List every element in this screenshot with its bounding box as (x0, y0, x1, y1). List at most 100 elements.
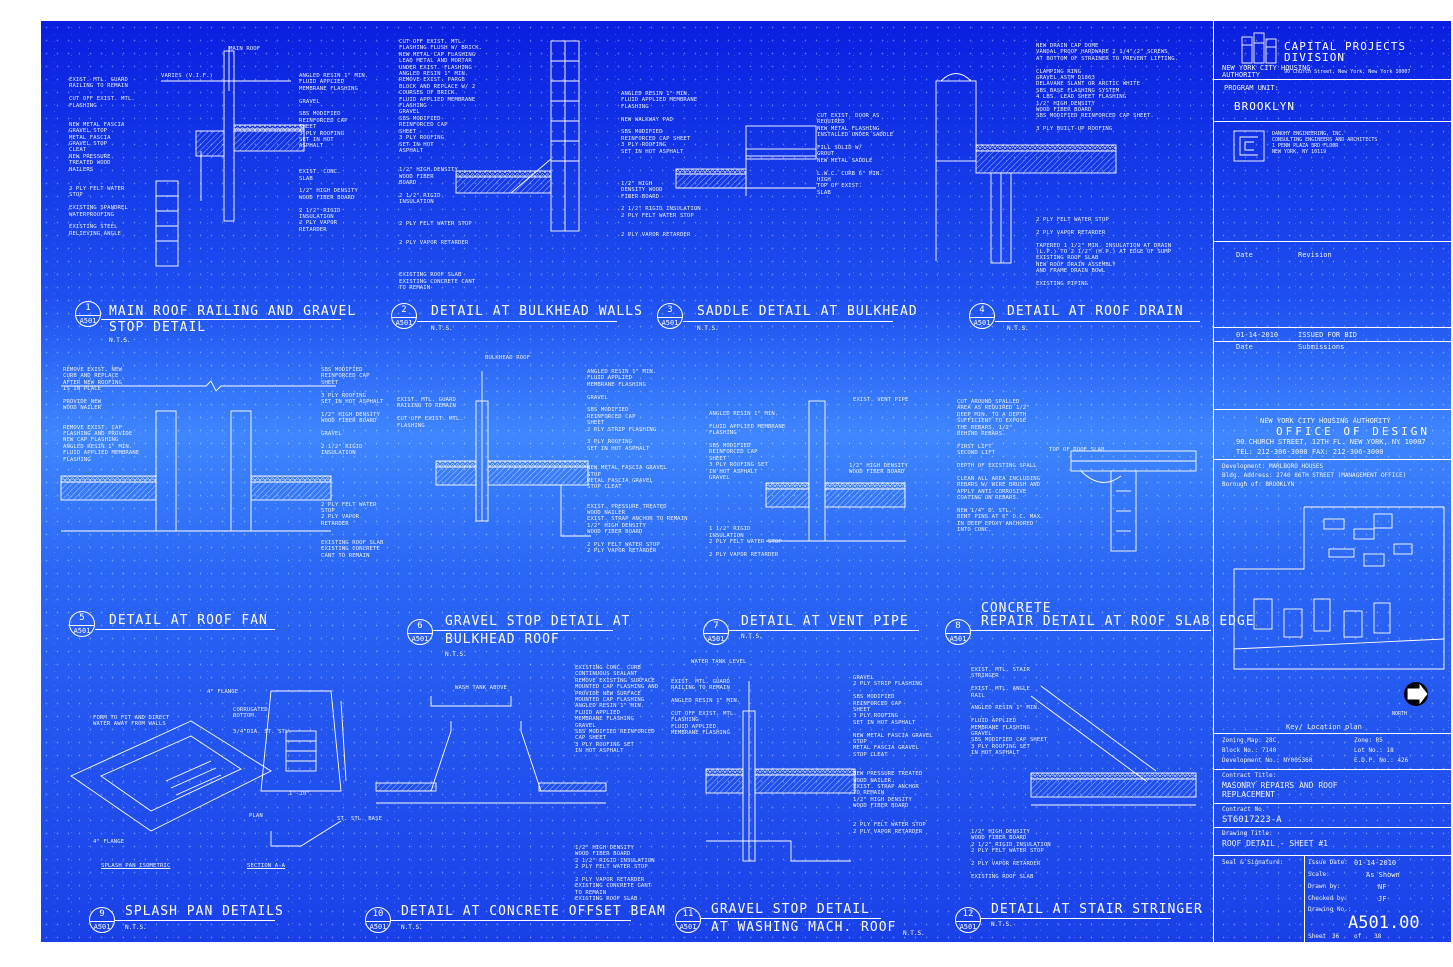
tb-bldg-address: Bldg. Address: 2740 86TH STREET (MANAGEM… (1222, 472, 1407, 479)
d9-flange-top: 4" FLANGE (207, 689, 239, 695)
d9-section-label: SECTION A-A (247, 863, 286, 869)
d6-left-notes: EXIST. MTL. GUARD RAILING TO REMAIN CUT … (397, 397, 463, 429)
tb-issue-date-label: Issue Date: (1308, 859, 1348, 866)
detail-8-title: CONCRETE (981, 601, 1052, 616)
detail-7-nts: N.T.S. (741, 633, 763, 640)
key-location-plan (1233, 506, 1445, 706)
tb-drawn-value: NF (1378, 883, 1387, 891)
tb-issue-date-value: 01-14-2010 (1354, 859, 1397, 867)
detail-8-ref: A501 (946, 633, 970, 643)
d8-section-drawing (1070, 450, 1197, 552)
detail-1-ref: A501 (76, 315, 100, 325)
engineer-logo-icon (1233, 130, 1265, 162)
tb-drawn-label: Drawn by: (1308, 883, 1341, 890)
d9-drawings (70, 690, 347, 847)
detail-3-nts: N.T.S. (697, 325, 719, 332)
detail-1-title: MAIN ROOF RAILING AND GRAVEL (109, 304, 357, 319)
d1-left-notes: EXIST. MTL. GUARD RAILING TO REMAIN CUT … (69, 77, 135, 237)
detail-9-title: SPLASH PAN DETAILS (125, 904, 284, 919)
tb-authority: NEW YORK CITY HOUSING AUTHORITY (1222, 64, 1311, 79)
tb-contract-no: ST6017223-A (1222, 815, 1282, 825)
detail-10-title: DETAIL AT CONCRETE OFFSET BEAM (401, 904, 666, 919)
detail-10-ref: A501 (366, 921, 390, 931)
d9-plan-label: PLAN (249, 813, 263, 819)
detail-10-number: 10 (372, 909, 384, 919)
d5-right-notes: SBS MODIFIED REINFORCED CAP SHEET 3 PLY … (321, 367, 384, 559)
tb-issue-date: 01-14-2010 (1236, 331, 1279, 339)
d9-dim: 1'-10" (289, 791, 310, 797)
detail-7-ref: A501 (704, 633, 728, 643)
nycha-logo-icon (1241, 32, 1277, 64)
detail-3-title: SADDLE DETAIL AT BULKHEAD (697, 304, 918, 319)
d11-right-notes: GRAVEL 2 PLY STRIP FLASHING SBS MODIFIED… (853, 675, 933, 835)
tb-nycha: NEW YORK CITY HOUSING AUTHORITY (1260, 417, 1391, 425)
detail-9-number: 9 (99, 909, 105, 919)
d10-right-notes: EXISTING CONC. CURB CONTINUOUS SEALANT R… (575, 665, 659, 755)
tb-sheet-label: Sheet (1308, 933, 1327, 940)
detail-11-title-line2: AT WASHING MACH. ROOF (711, 920, 897, 935)
detail-9-nts: N.T.S. (125, 924, 147, 931)
tb-program-unit-label: PROGRAM UNIT: (1224, 84, 1279, 92)
drawing-sheet: MAIN ROOF VARIES (V.I.F.) EXIST. MTL. GU… (40, 20, 1452, 943)
detail-1-title-line2: STOP DETAIL (109, 320, 207, 335)
detail-2-ref: A501 (392, 317, 416, 327)
d7-left-notes: ANGLED RESIN 1" MIN. FLUID APPLIED MEMBR… (709, 411, 786, 558)
tb-issue-text: ISSUED FOR BID (1298, 331, 1358, 339)
d11-left-notes: EXIST. MTL. GUARD RAILING TO REMAIN ANGL… (671, 679, 741, 737)
tb-lot: Lot No.: 18 (1354, 747, 1394, 754)
d4-section-drawing (935, 73, 1117, 264)
tb-drawing-title-label: Drawing Title: (1222, 830, 1273, 837)
tb-north-label: NORTH (1392, 711, 1408, 717)
tb-drawing-title: ROOF DETAIL - SHEET #1 (1222, 839, 1328, 848)
tb-org-name: CAPITAL PROJECTS DIVISION (1284, 40, 1406, 64)
tb-contract-title: MASONRY REPAIRS AND ROOF REPLACEMENT (1222, 781, 1338, 799)
tb-drawing-no-label: Drawing No.: (1308, 906, 1352, 913)
tb-development: Development: MARLBORO HOUSES (1222, 463, 1324, 470)
tb-key-plan-label: Key/ Location plan (1286, 723, 1362, 731)
tb-date-label: Date (1236, 251, 1253, 259)
d9-base-note: ST. STL. BASE (337, 816, 383, 822)
detail-4-number: 4 (979, 305, 985, 315)
detail-4-ref: A501 (970, 317, 994, 327)
tb-engineer: DANOHY ENGINEERING, INC. CONSULTING ENGI… (1272, 131, 1378, 155)
tb-office-tel: TEL: 212-306-3000 FAX: 212-306-3000 (1236, 448, 1384, 456)
d10-tank-label: WASH TANK ABOVE (455, 685, 508, 691)
detail-7-title: DETAIL AT VENT PIPE (741, 614, 909, 629)
d1-section-drawing (155, 46, 305, 267)
d12-bottom-notes: 1/2" HIGH DENSITY WOOD FIBER BOARD 2 1/2… (971, 829, 1051, 880)
detail-1-nts: N.T.S. (109, 337, 131, 344)
tb-office: OFFICE OF DESIGN (1276, 425, 1430, 438)
d1-right-notes: ANGLED RESIN 1" MIN. FLUID APPLIED MEMBR… (299, 73, 369, 233)
detail-1-number: 1 (85, 303, 91, 313)
detail-6-number: 6 (417, 621, 423, 631)
d6-right-notes: ANGLED RESIN 1" MIN. FLUID APPLIED MEMBR… (587, 369, 688, 555)
tb-contract-title-label: Contract Title: (1222, 772, 1277, 779)
d2-section-drawing (455, 40, 580, 232)
tb-address: 90 Church Street, New York, New York 100… (1284, 69, 1411, 75)
detail-5-number: 5 (79, 613, 85, 623)
tb-checked-label: Checked by: (1308, 895, 1348, 902)
d6-top-label: BULKHEAD ROOF (485, 355, 531, 361)
d3-left-notes: ANGLED RESIN 1" MIN. FLUID APPLIED MEMBR… (621, 91, 701, 238)
detail-11-nts: N.T.S. (903, 930, 925, 937)
detail-8-number: 8 (955, 621, 961, 631)
tb-development-no: Development No.: NY005360 (1222, 757, 1313, 764)
detail-6-nts: N.T.S. (445, 651, 467, 658)
detail-8-title-line2: REPAIR DETAIL AT ROOF SLAB EDGE (981, 614, 1255, 629)
tb-zone: Zone: R5 (1354, 737, 1383, 744)
detail-2-nts: N.T.S. (431, 325, 453, 332)
tb-revision-label: Revision (1298, 251, 1332, 259)
d9-dia-note: 3/4"DIA. ST. STL. (233, 729, 292, 735)
tb-drawing-no: A501.00 (1348, 913, 1420, 933)
d9-corr-note: CORRUGATED BOTTOM (233, 707, 268, 720)
tb-contract-no-label: Contract No. (1222, 806, 1266, 813)
d3-section-drawing (675, 125, 817, 196)
d6-section-drawing (435, 371, 591, 537)
tb-sheet-total: 38 (1374, 933, 1382, 940)
d11-tank-level: WATER TANK LEVEL (691, 659, 747, 665)
d5-section-drawing (60, 380, 336, 532)
detail-12-title: DETAIL AT STAIR STRINGER (991, 902, 1203, 917)
d8-top-label: TOP OF ROOF SLAB (1049, 447, 1105, 453)
tb-office-address: 90 CHURCH STREET, 12TH FL. NEW YORK, NY … (1236, 438, 1426, 446)
tb-checked-value: JF (1378, 895, 1387, 903)
